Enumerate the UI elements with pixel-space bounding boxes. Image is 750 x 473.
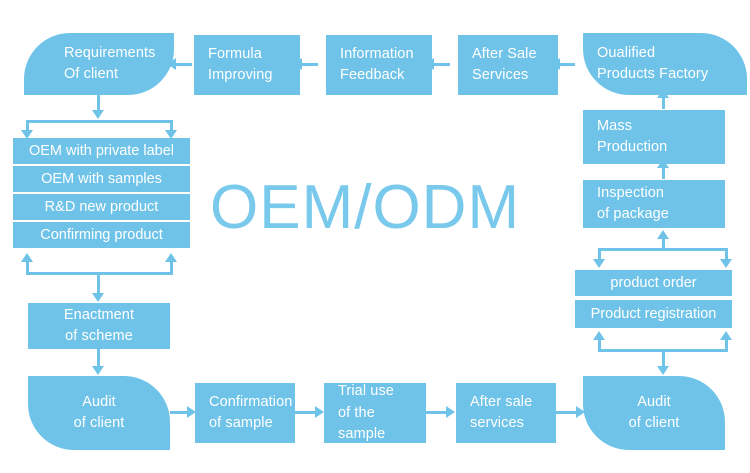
connector-merge-stem — [97, 272, 100, 294]
arrowhead-afterSaleBottom-to-auditRight — [576, 406, 585, 418]
arrowhead-productOrder-to-inspection — [657, 230, 669, 239]
connector-requirements-stem — [97, 95, 100, 111]
connector-right-merge-stem — [662, 349, 665, 367]
arrowhead-formula-to-requirements — [167, 58, 176, 70]
arrowhead-infoFeedback-to-formula — [293, 58, 302, 70]
connector-right-fork-right-leg — [725, 248, 728, 261]
node-confirmation-of-sample[interactable]: Confirmation of sample — [195, 383, 295, 443]
arrowhead-auditLeft-to-confirmation — [187, 406, 196, 418]
connector-fork-top-bar — [26, 120, 173, 123]
node-product-order[interactable]: product order — [575, 270, 732, 296]
list-item-oem-with-samples[interactable]: OEM with samples — [13, 166, 190, 192]
connector-right-merge-left-leg — [598, 339, 601, 352]
node-audit-of-client-left[interactable]: Audit of client — [28, 376, 170, 450]
connector-trial-to-afterSaleBottom — [426, 411, 447, 414]
arrowhead-right-merge-left-up — [593, 331, 605, 340]
connector-productOrder-stem — [662, 238, 665, 250]
connector-afterSale-to-infoFeedback — [432, 63, 450, 66]
arrowhead-mass-to-qpf — [657, 89, 669, 98]
node-trial-use-of-the-sample[interactable]: Trial use of the sample — [324, 383, 426, 443]
connector-fork-right-leg — [170, 120, 173, 132]
connector-right-fork-bar — [598, 248, 728, 251]
arrowhead-afterSale-to-infoFeedback — [425, 58, 434, 70]
connector-fork-left-leg — [26, 120, 29, 132]
node-information-feedback[interactable]: Information Feedback — [326, 35, 432, 95]
arrowhead-trial-to-afterSaleBottom — [446, 406, 455, 418]
arrowhead-right-fork-right — [720, 259, 732, 268]
connector-merge-right-leg — [170, 261, 173, 275]
list-item-confirming-product[interactable]: Confirming product — [13, 222, 190, 248]
page-title: OEM/ODM — [210, 173, 521, 242]
connector-merge-left-leg — [26, 261, 29, 275]
node-mass-production[interactable]: Mass Production — [583, 110, 725, 164]
node-qualified-products-factory[interactable]: Oualified Products Factory — [583, 33, 747, 95]
node-audit-of-client-right[interactable]: Audit of client — [583, 376, 725, 450]
connector-right-fork-left-leg — [598, 248, 601, 261]
arrowhead-confirmation-to-trial — [315, 406, 324, 418]
node-requirements-of-client[interactable]: Requirements Of client — [24, 33, 174, 95]
connector-right-merge-right-leg — [725, 339, 728, 352]
arrowhead-enactment-to-audit — [92, 366, 104, 375]
arrowhead-merge-right-up — [165, 253, 177, 262]
list-item-oem-with-private-label[interactable]: OEM with private label — [13, 138, 190, 164]
arrowhead-qpf-to-afterSale — [551, 58, 560, 70]
arrowhead-right-merge-stem — [657, 366, 669, 375]
arrowhead-merge-left-up — [21, 253, 33, 262]
connector-inspection-to-mass — [662, 167, 665, 179]
connector-infoFeedback-to-formula — [300, 63, 318, 66]
connector-confirmation-to-trial — [295, 411, 316, 414]
list-item-rd-new-product[interactable]: R&D new product — [13, 194, 190, 220]
node-after-sale-services-top[interactable]: After Sale Services — [458, 35, 558, 95]
arrowhead-inspection-to-mass — [657, 159, 669, 168]
node-inspection-of-package[interactable]: Inspection of package — [583, 180, 725, 228]
arrowhead-fork-left — [21, 130, 33, 139]
node-product-registration[interactable]: Product registration — [575, 300, 732, 328]
node-after-sale-services-bottom[interactable]: After sale services — [456, 383, 556, 443]
arrowhead-requirements-stem — [92, 110, 104, 119]
connector-qpf-to-afterSale — [558, 63, 575, 66]
connector-mass-to-qpf — [662, 97, 665, 109]
connector-formula-to-requirements — [174, 63, 192, 66]
node-formula-improving[interactable]: Formula Improving — [194, 35, 300, 95]
node-enactment-of-scheme[interactable]: Enactment of scheme — [28, 303, 170, 349]
connector-auditLeft-to-confirmation — [170, 411, 188, 414]
arrowhead-right-merge-right-up — [720, 331, 732, 340]
arrowhead-fork-right — [165, 130, 177, 139]
arrowhead-merge-stem — [92, 293, 104, 302]
connector-afterSaleBottom-to-auditRight — [556, 411, 577, 414]
arrowhead-right-fork-left — [593, 259, 605, 268]
connector-enactment-to-audit — [97, 349, 100, 367]
